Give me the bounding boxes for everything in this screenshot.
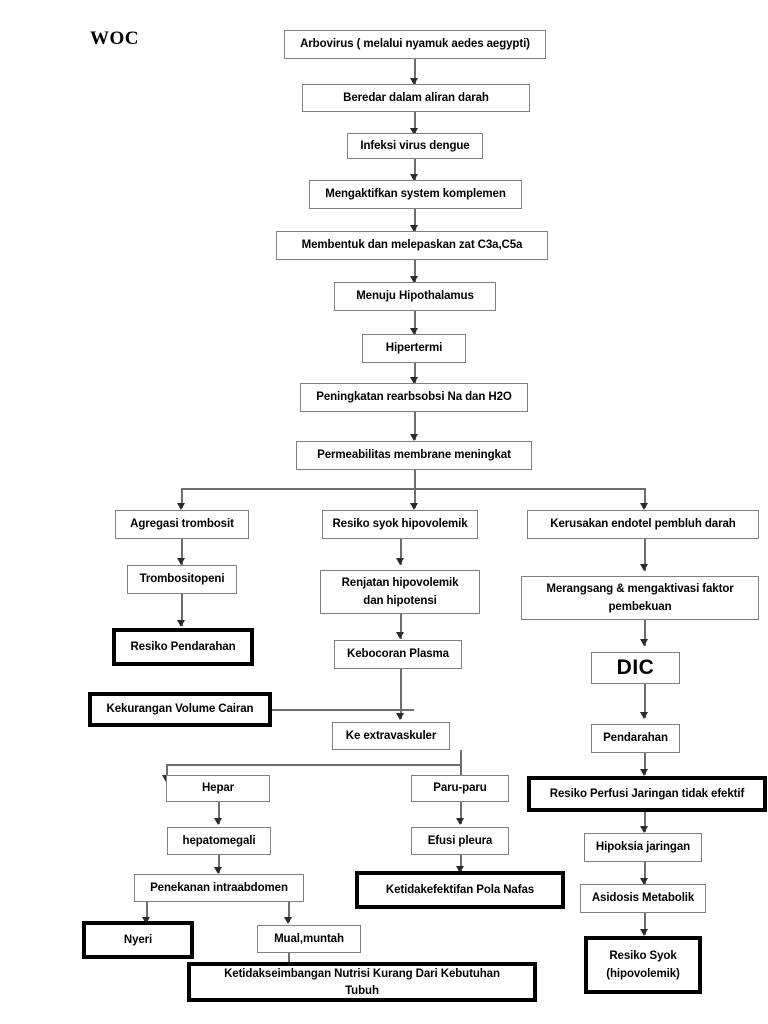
- node-agregasi-trombosit: Agregasi trombosit: [115, 510, 249, 539]
- node-beredar: Beredar dalam aliran darah: [302, 84, 530, 112]
- node-hepatomegali: hepatomegali: [167, 827, 271, 855]
- node-renjatan-line1: Renjatan hipovolemik: [341, 577, 459, 590]
- node-hipertermi: Hipertermi: [362, 334, 466, 363]
- node-resiko-syok-hipovolemik: Resiko syok hipovolemik: [322, 510, 478, 539]
- node-trombositopeni: Trombositopeni: [127, 565, 237, 594]
- page-title: WOC: [90, 28, 139, 49]
- node-hipoksia-jaringan: Hipoksia jaringan: [584, 833, 702, 862]
- node-renjatan-line2: dan hipotensi: [363, 594, 437, 607]
- node-pendarahan: Pendarahan: [591, 724, 680, 753]
- node-permeabilitas: Permeabilitas membrane meningkat: [296, 441, 532, 470]
- node-penekanan-intraabdomen: Penekanan intraabdomen: [134, 874, 304, 902]
- node-ketidakseimbangan-nutrisi: Ketidakseimbangan Nutrisi Kurang Dari Ke…: [187, 962, 537, 1002]
- node-infeksi: Infeksi virus dengue: [347, 133, 483, 159]
- node-nutrisi-line2: Tubuh: [345, 985, 379, 997]
- node-merangsang-faktor-pembekuan: Merangsang & mengaktivasi faktor pembeku…: [521, 576, 759, 620]
- node-c3a-c5a: Membentuk dan melepaskan zat C3a,C5a: [276, 231, 548, 260]
- node-nyeri: Nyeri: [82, 921, 194, 959]
- node-ketidakefektifan-pola-nafas: Ketidakefektifan Pola Nafas: [355, 871, 565, 909]
- node-efusi-pleura: Efusi pleura: [411, 827, 509, 855]
- node-resiko-pendarahan: Resiko Pendarahan: [112, 628, 254, 666]
- node-hipothalamus: Menuju Hipothalamus: [334, 282, 496, 311]
- node-renjatan-hipovolemik: Renjatan hipovolemik dan hipotensi: [320, 570, 480, 614]
- node-resiko-syok-hipovolemik-akhir: Resiko Syok (hipovolemik): [584, 936, 702, 994]
- node-hepar: Hepar: [166, 775, 270, 802]
- node-dic: DIC: [591, 652, 680, 684]
- node-resiko-syok-line2: (hipovolemik): [606, 967, 680, 980]
- node-mual-muntah: Mual,muntah: [257, 925, 361, 953]
- node-resiko-perfusi-jaringan: Resiko Perfusi Jaringan tidak efektif: [527, 776, 767, 812]
- node-ke-extravaskuler: Ke extravaskuler: [332, 722, 450, 750]
- node-asidosis-metabolik: Asidosis Metabolik: [580, 884, 706, 913]
- node-resiko-syok-line1: Resiko Syok: [609, 950, 677, 963]
- node-merangsang-line1: Merangsang & mengaktivasi faktor: [546, 583, 734, 596]
- node-kekurangan-volume-cairan: Kekurangan Volume Cairan: [88, 692, 272, 727]
- node-kebocoran-plasma: Kebocoran Plasma: [334, 640, 462, 669]
- node-kerusakan-endotel: Kerusakan endotel pembluh darah: [527, 510, 759, 539]
- node-rearbsobsi: Peningkatan rearbsobsi Na dan H2O: [300, 383, 528, 412]
- node-nutrisi-line1: Ketidakseimbangan Nutrisi Kurang Dari Ke…: [224, 967, 500, 980]
- node-komplemen: Mengaktifkan system komplemen: [309, 180, 522, 209]
- node-paru-paru: Paru-paru: [411, 775, 509, 802]
- node-arbovirus: Arbovirus ( melalui nyamuk aedes aegypti…: [284, 30, 546, 59]
- node-merangsang-line2: pembekuan: [608, 600, 672, 613]
